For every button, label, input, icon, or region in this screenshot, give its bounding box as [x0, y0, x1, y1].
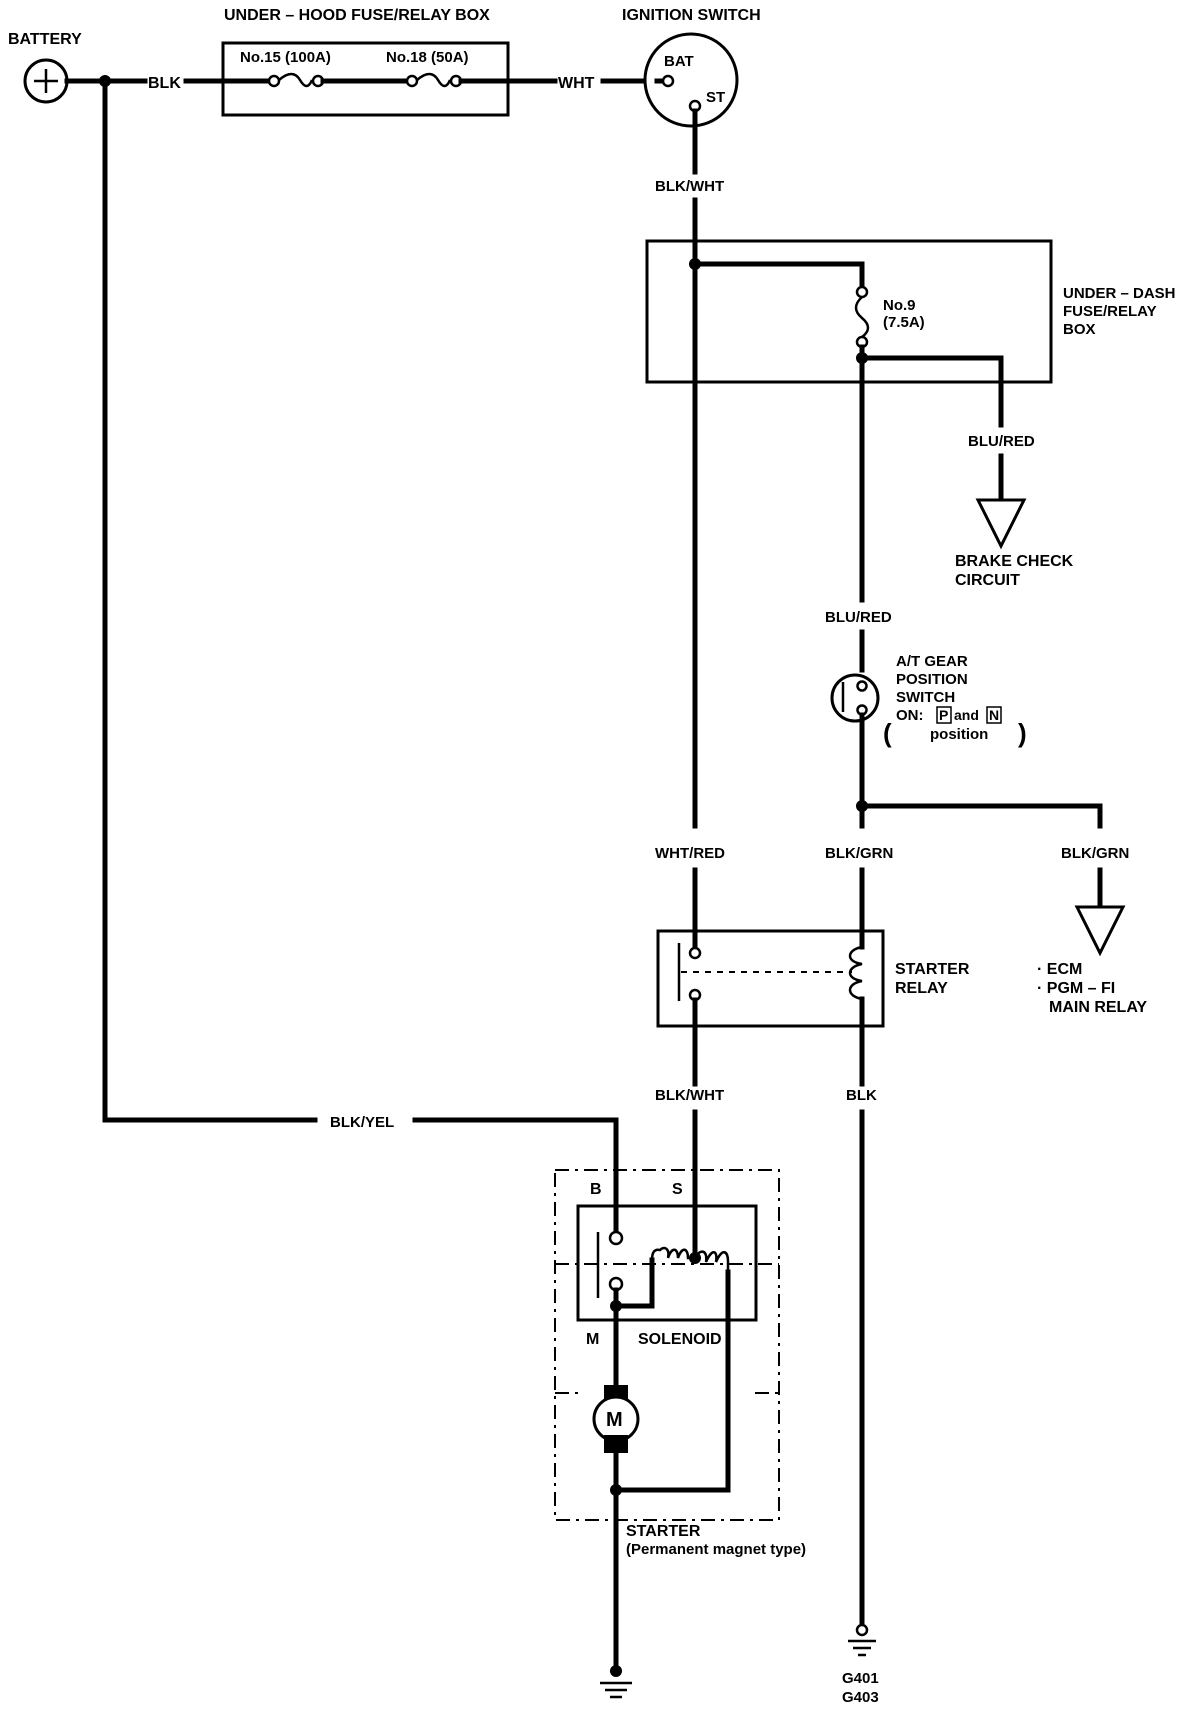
- fuse-15: [267, 72, 325, 88]
- gear-switch-paren-open: (: [883, 718, 892, 748]
- starter-label: STARTER: [626, 1523, 701, 1540]
- gear-switch-label-2: POSITION: [896, 671, 968, 688]
- wire-label-blk-wht-bottom: BLK/WHT: [655, 1087, 724, 1104]
- fuse-18-label: No.18 (50A): [386, 49, 469, 66]
- ecm-arrow: [1074, 905, 1126, 957]
- motor-label: M: [606, 1409, 623, 1431]
- wire-label-wht: WHT: [558, 75, 595, 92]
- gear-position-switch: [830, 673, 880, 723]
- ground-g401-label: G401: [842, 1670, 879, 1687]
- starter-term-s: S: [672, 1181, 683, 1198]
- starter-relay-contacts: [677, 928, 702, 1029]
- starter-type-label: (Permanent magnet type): [626, 1541, 806, 1558]
- ecm-label-3: MAIN RELAY: [1049, 999, 1147, 1016]
- starter-relay-label-2: RELAY: [895, 980, 948, 997]
- wire-label-wht-red: WHT/RED: [655, 845, 725, 862]
- ignition-bat-terminal: [661, 74, 675, 88]
- ignition-bat-label: BAT: [664, 53, 694, 70]
- starter-relay-coil: [848, 928, 865, 1029]
- gear-switch-paren-close: ): [1018, 718, 1027, 748]
- starter-term-b: B: [590, 1181, 602, 1198]
- ecm-label-1: · ECM: [1037, 961, 1082, 978]
- fuse-9-label-2: (7.5A): [883, 314, 925, 331]
- wire-label-blk-grn-left: BLK/GRN: [825, 845, 893, 862]
- brake-check-label-1: BRAKE CHECK: [955, 553, 1074, 570]
- under-dash-box-label-2: FUSE/RELAY: [1063, 303, 1157, 320]
- ignition-st-label: ST: [706, 89, 725, 106]
- ignition-switch-label: IGNITION SWITCH: [622, 7, 761, 24]
- wire-label-blu-red-brake: BLU/RED: [968, 433, 1035, 450]
- gear-switch-on-label: ON:: [896, 707, 924, 724]
- ecm-label-2: · PGM – FI: [1037, 980, 1115, 997]
- ground-g403-label: G403: [842, 1689, 879, 1706]
- wire-label-blk: BLK: [846, 1087, 877, 1104]
- ignition-switch: [643, 32, 739, 128]
- battery: [23, 58, 69, 104]
- starter-motor: [592, 1385, 640, 1453]
- wire-label-blu-red-switch: BLU/RED: [825, 609, 892, 626]
- fuse-18: [405, 72, 463, 88]
- brake-check-arrow: [975, 498, 1027, 550]
- solenoid-label: SOLENOID: [638, 1331, 722, 1348]
- blk-ground: [848, 1623, 876, 1657]
- gear-switch-label-1: A/T GEAR: [896, 653, 968, 670]
- under-dash-box-label-1: UNDER – DASH: [1063, 285, 1176, 302]
- gear-p-box: [936, 706, 952, 724]
- starter-relay: [656, 929, 885, 1028]
- brake-check-label-2: CIRCUIT: [955, 572, 1020, 589]
- gear-n-box: [986, 706, 1002, 724]
- gear-p-label: P: [939, 707, 948, 723]
- starter-term-m: M: [586, 1331, 599, 1348]
- wire-label-blk-grn-right: BLK/GRN: [1061, 845, 1129, 862]
- starter-outline: [554, 1169, 780, 1521]
- starter-ground: [600, 1665, 632, 1699]
- solenoid-coil: [650, 1246, 730, 1272]
- starter-return-junction: [610, 1484, 622, 1496]
- fuse-15-label: No.15 (100A): [240, 49, 331, 66]
- wire-label-blk-wht-top: BLK/WHT: [655, 178, 724, 195]
- starter-relay-label-1: STARTER: [895, 961, 970, 978]
- fuse-9: [854, 285, 870, 349]
- battery-label: BATTERY: [8, 31, 82, 48]
- wire-label-blk-battery: BLK: [148, 75, 181, 92]
- gear-and-label: and: [954, 707, 979, 723]
- wire-label-blk-yel: BLK/YEL: [330, 1114, 394, 1131]
- fuse-9-label-1: No.9: [883, 297, 916, 314]
- gear-switch-label-3: SWITCH: [896, 689, 955, 706]
- gear-n-label: N: [989, 707, 999, 723]
- under-dash-box-label-3: BOX: [1063, 321, 1096, 338]
- under-hood-box-label: UNDER – HOOD FUSE/RELAY BOX: [224, 7, 490, 24]
- gear-position-label: position: [930, 726, 988, 743]
- under-dash-fuse-box: [645, 239, 1053, 384]
